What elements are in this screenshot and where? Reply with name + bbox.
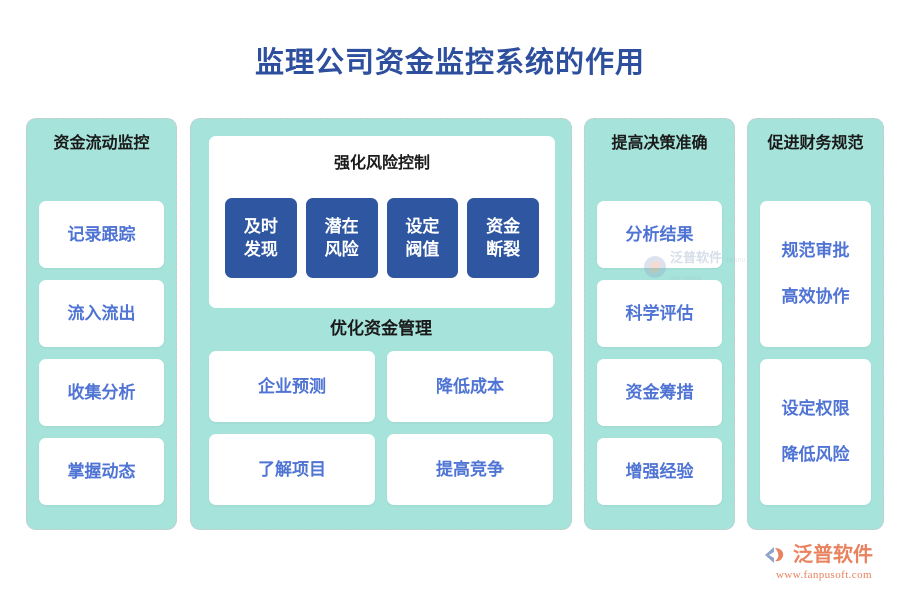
diagram-board: 资金流动监控 记录跟踪 流入流出 收集分析 掌握动态 强化风险控制 及时 发现 — [0, 118, 900, 533]
card-label: 分析结果 — [625, 224, 694, 244]
card-label: 掌握动态 — [67, 461, 136, 481]
card-line2: 降低风险 — [781, 445, 850, 464]
panel-finance-standardization: 促进财务规范 规范审批 高效协作 设定权限 降低风险 — [747, 118, 884, 530]
risk-card-line2: 发现 — [243, 240, 278, 259]
card-list: 记录跟踪 流入流出 收集分析 掌握动态 — [39, 201, 164, 505]
list-item[interactable]: 企业预测 — [209, 351, 375, 422]
panel-title: 促进财务规范 — [767, 135, 864, 152]
risk-control-title: 强化风险控制 — [333, 155, 430, 172]
card-label: 流入流出 — [67, 303, 136, 323]
list-item[interactable]: 科学评估 — [597, 280, 722, 347]
optimize-card-grid: 企业预测 降低成本 了解项目 提高竞争 — [209, 351, 553, 505]
list-item[interactable]: 流入流出 — [39, 280, 164, 347]
card-label: 了解项目 — [258, 459, 326, 479]
list-item[interactable]: 掌握动态 — [39, 438, 164, 505]
card-label: 提高竞争 — [436, 459, 504, 479]
risk-card-line1: 潜在 — [324, 217, 359, 236]
card-label: 降低成本 — [436, 376, 504, 396]
list-item[interactable]: 提高竞争 — [387, 434, 553, 505]
card-label: 资金筹措 — [625, 382, 694, 402]
card-label: 科学评估 — [625, 303, 694, 323]
panel-risk-control: 强化风险控制 及时 发现 潜在 风险 设定 阀值 资金 断裂 — [190, 118, 572, 530]
card-label: 记录跟踪 — [67, 224, 136, 244]
page-title: 监理公司资金监控系统的作用 — [254, 47, 645, 79]
risk-card-line2: 断裂 — [486, 240, 521, 259]
card-line1: 设定权限 — [781, 399, 850, 418]
card-list: 分析结果 科学评估 资金筹措 增强经验 — [597, 201, 722, 505]
list-item[interactable]: 降低成本 — [387, 351, 553, 422]
panel-title: 提高决策准确 — [611, 135, 708, 152]
risk-card[interactable]: 及时 发现 — [225, 198, 297, 278]
card-line1: 规范审批 — [781, 241, 850, 260]
footer-logo-url: www.fanpusoft.com — [776, 569, 872, 581]
risk-card[interactable]: 资金 断裂 — [467, 198, 539, 278]
fanpu-logo-icon — [762, 542, 788, 568]
risk-card-line2: 阀值 — [405, 240, 440, 259]
list-item[interactable]: 收集分析 — [39, 359, 164, 426]
list-item[interactable]: 设定权限 降低风险 — [760, 359, 871, 505]
list-item[interactable]: 记录跟踪 — [39, 201, 164, 268]
card-line2: 高效协作 — [781, 287, 850, 306]
card-label: 收集分析 — [67, 382, 136, 402]
panel-decision-accuracy: 提高决策准确 分析结果 科学评估 资金筹措 增强经验 — [584, 118, 735, 530]
risk-card-line1: 及时 — [243, 217, 278, 236]
list-item[interactable]: 增强经验 — [597, 438, 722, 505]
risk-card-line1: 资金 — [486, 217, 521, 236]
card-label: 企业预测 — [258, 376, 326, 396]
card-label: 增强经验 — [625, 461, 694, 481]
footer-logo-row: 泛普软件 — [762, 542, 886, 568]
risk-card[interactable]: 潜在 风险 — [305, 198, 378, 278]
optimize-section-title: 优化资金管理 — [330, 319, 432, 338]
list-item[interactable]: 规范审批 高效协作 — [760, 201, 871, 347]
list-item[interactable]: 分析结果 — [597, 201, 722, 268]
footer-logo: 泛普软件 www.fanpusoft.com — [762, 542, 886, 590]
card-list: 规范审批 高效协作 设定权限 降低风险 — [760, 201, 871, 505]
risk-control-box: 强化风险控制 及时 发现 潜在 风险 设定 阀值 资金 断裂 — [209, 136, 555, 308]
panel-title: 资金流动监控 — [53, 135, 150, 152]
risk-card-line1: 设定 — [405, 217, 440, 236]
risk-card-row: 及时 发现 潜在 风险 设定 阀值 资金 断裂 — [225, 198, 539, 278]
list-item[interactable]: 了解项目 — [209, 434, 375, 505]
footer-logo-name: 泛普软件 — [793, 544, 873, 566]
panel-capital-flow-monitoring: 资金流动监控 记录跟踪 流入流出 收集分析 掌握动态 — [26, 118, 177, 530]
risk-card-line2: 风险 — [324, 240, 359, 259]
list-item[interactable]: 资金筹措 — [597, 359, 722, 426]
risk-card[interactable]: 设定 阀值 — [386, 198, 459, 278]
